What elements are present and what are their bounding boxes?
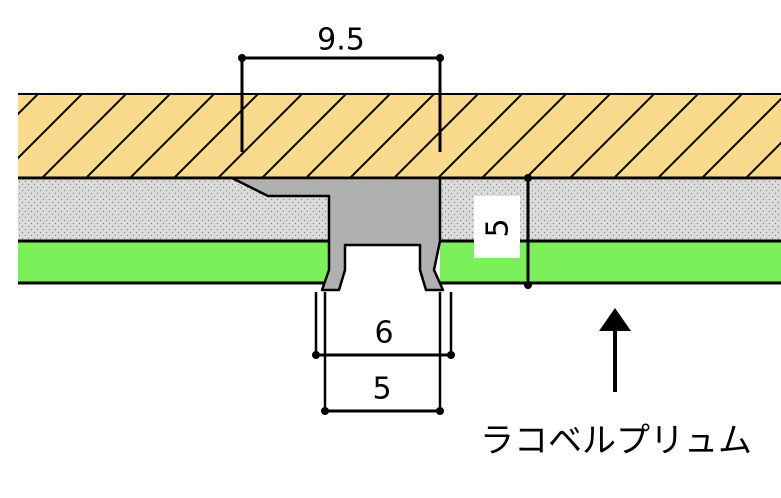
outer-gap-dot-right — [447, 351, 455, 359]
inner-gap-dot-left — [321, 407, 329, 415]
inner-gap-dimension-text: 5 — [372, 372, 391, 407]
outer-gap-dimension-text: 6 — [374, 316, 393, 351]
pointer-arrow-head — [599, 308, 631, 331]
thickness-dimension-text: 5 — [481, 218, 516, 237]
top-width-dot-right — [436, 54, 444, 62]
product-label: ラコベルプリュム — [480, 421, 752, 461]
thickness-dim-dot-top — [524, 174, 532, 182]
outer-gap-dot-left — [312, 351, 320, 359]
panel-layer-left — [18, 241, 328, 283]
thickness-dim-dot-bottom — [524, 281, 532, 289]
top-width-dot-left — [238, 54, 246, 62]
inner-gap-dot-right — [436, 407, 444, 415]
wood-layer — [18, 94, 781, 178]
top-width-dimension-text: 9.5 — [317, 23, 365, 58]
thickness-label-box — [474, 196, 520, 258]
joint-profile — [230, 176, 445, 292]
